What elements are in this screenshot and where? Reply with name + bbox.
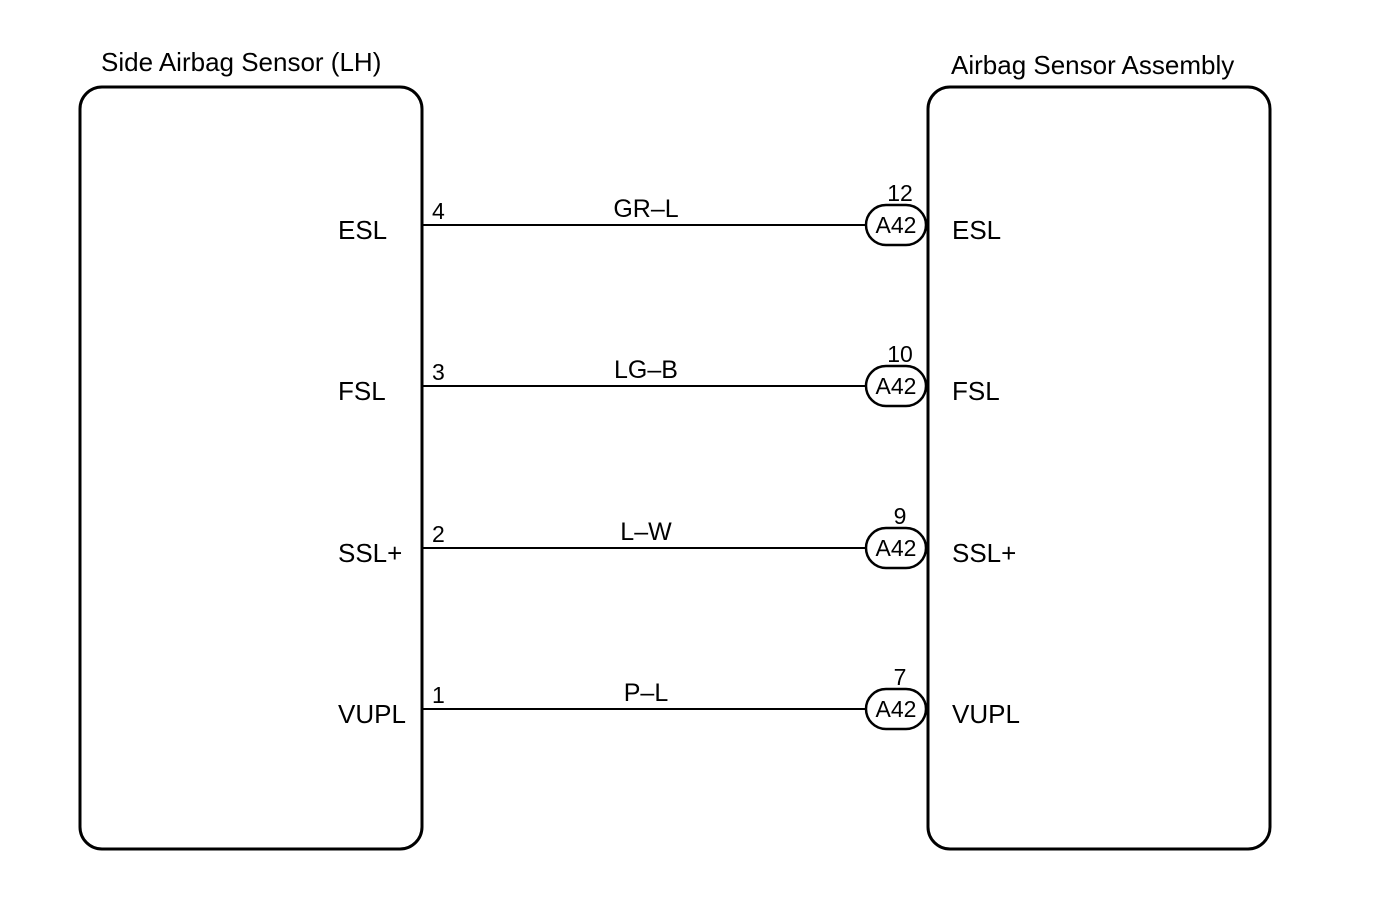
right-component-title: Airbag Sensor Assembly (951, 50, 1234, 80)
left-terminal-name: VUPL (338, 699, 406, 729)
right-pin-number: 7 (894, 664, 907, 690)
connector-oval (864, 687, 928, 731)
connector-label: A42 (876, 373, 917, 399)
left-pin-number: 2 (432, 521, 445, 547)
connector-label: A42 (876, 696, 917, 722)
wire-color-label: L–W (620, 518, 672, 546)
wire-color-label: LG–B (614, 356, 678, 384)
right-component-box (926, 85, 1272, 851)
left-component-box (78, 85, 424, 851)
right-terminal-name: FSL (952, 376, 1000, 406)
right-pin-number: 10 (887, 341, 913, 367)
left-terminal-name: SSL+ (338, 538, 402, 568)
right-terminal-name: VUPL (952, 699, 1020, 729)
connector-oval (864, 526, 928, 570)
connector-oval (864, 203, 928, 247)
connector-label: A42 (876, 535, 917, 561)
left-pin-number: 4 (432, 198, 445, 224)
right-pin-number: 9 (894, 503, 907, 529)
wire-color-label: P–L (624, 679, 669, 707)
left-terminal-name: FSL (338, 376, 386, 406)
connector-label: A42 (876, 212, 917, 238)
wire-color-label: GR–L (613, 195, 678, 223)
connector-oval (864, 364, 928, 408)
right-terminal-name: SSL+ (952, 538, 1016, 568)
left-pin-number: 1 (432, 682, 445, 708)
right-pin-number: 12 (887, 180, 913, 206)
left-terminal-name: ESL (338, 215, 387, 245)
left-component-title: Side Airbag Sensor (LH) (101, 47, 381, 77)
right-terminal-name: ESL (952, 215, 1001, 245)
left-pin-number: 3 (432, 359, 445, 385)
